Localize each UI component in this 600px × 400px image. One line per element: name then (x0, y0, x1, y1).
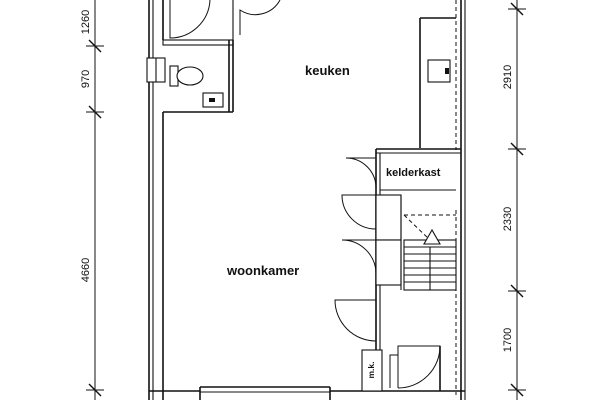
dimension-label-4660: 4660 (80, 258, 92, 282)
room-label-woonkamer: woonkamer (226, 263, 299, 278)
dimension-label-1700: 1700 (502, 328, 514, 352)
toilet-top-wall (162, 39, 234, 46)
cupboard-panel-upper (375, 194, 402, 241)
dimension-label-970: 970 (80, 70, 92, 88)
kelderkast-door-swing (345, 157, 377, 189)
room-label-kelderkast: kelderkast (386, 167, 441, 179)
cupboard-door-swing-lower (341, 239, 377, 275)
room-label-keuken: keuken (305, 63, 350, 78)
front-door-swing (397, 345, 441, 389)
kitchen-counter (419, 17, 456, 148)
dimension-label-2910: 2910 (502, 65, 514, 89)
toilet-door-swing (169, 0, 211, 39)
cupboard-door-swing-upper (341, 194, 377, 230)
toilet-bowl-icon (176, 66, 204, 86)
kitchen-sink-tap (445, 68, 449, 74)
top-doors (162, 0, 281, 40)
room-label-meterkast: m.k. (366, 361, 376, 378)
staircase (403, 214, 457, 291)
entrance (361, 345, 441, 392)
hall-door-swings (334, 157, 377, 342)
exterior-walls (148, 0, 466, 400)
toilet-room (146, 39, 234, 113)
dimension-label-2330: 2330 (502, 207, 514, 231)
right-dimension-chain: 2910 2330 1700 (502, 0, 526, 400)
meter-cupboard-door (389, 354, 398, 388)
cupboard-panel-lower (375, 239, 402, 286)
stair-arrow-icon (423, 228, 441, 245)
hand-basin-tap (209, 98, 215, 102)
hall-door-swing (239, 0, 281, 35)
left-dimension-chain: 1260 970 4660 (80, 0, 104, 400)
kitchen-sink-icon (427, 59, 451, 83)
living-room-door-swing (334, 299, 377, 342)
meter-cupboard (361, 349, 383, 392)
dimension-label-1260: 1260 (80, 10, 92, 34)
